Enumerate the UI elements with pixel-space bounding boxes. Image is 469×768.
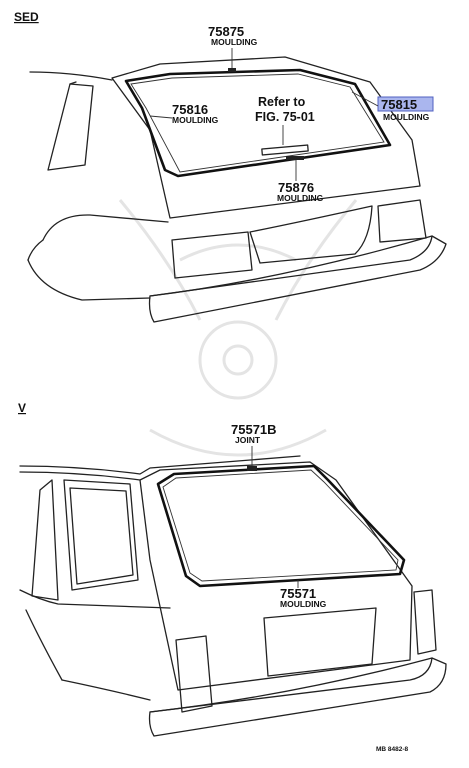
section-label-v: V bbox=[18, 401, 26, 415]
part-number-75816: 75816 bbox=[172, 102, 208, 117]
part-name-75815: MOULDING bbox=[383, 112, 430, 122]
part-number-75876: 75876 bbox=[278, 180, 314, 195]
reference-line-1: Refer to bbox=[258, 95, 306, 109]
callout-75876: 75876 MOULDING bbox=[277, 156, 324, 203]
part-name-75875: MOULDING bbox=[211, 37, 258, 47]
callout-75875: 75875 MOULDING bbox=[208, 24, 258, 72]
part-number-75571: 75571 bbox=[280, 586, 316, 601]
callout-75571B: 75571B JOINT bbox=[231, 422, 277, 471]
figure-code: MB 8482-8 bbox=[376, 746, 409, 753]
part-number-75875: 75875 bbox=[208, 24, 244, 39]
part-name-75571B: JOINT bbox=[235, 435, 261, 445]
part-name-75571: MOULDING bbox=[280, 599, 327, 609]
reference-note: Refer to FIG. 75-01 bbox=[255, 95, 315, 145]
watermark-emblem bbox=[118, 199, 358, 457]
callout-75816: 75816 MOULDING bbox=[149, 102, 219, 125]
section-label-sed: SED bbox=[14, 10, 39, 24]
part-number-75571B: 75571B bbox=[231, 422, 277, 437]
reference-line-2: FIG. 75-01 bbox=[255, 110, 315, 124]
callout-75815: 75815 MOULDING bbox=[351, 91, 434, 122]
sedan-car-drawing bbox=[27, 56, 447, 323]
van-car-drawing bbox=[19, 455, 447, 737]
part-name-75816: MOULDING bbox=[172, 115, 219, 125]
part-highlight-75815 bbox=[377, 96, 434, 112]
part-number-75815: 75815 bbox=[381, 97, 417, 112]
part-name-75876: MOULDING bbox=[277, 193, 324, 203]
callout-75571: 75571 MOULDING bbox=[280, 580, 327, 609]
